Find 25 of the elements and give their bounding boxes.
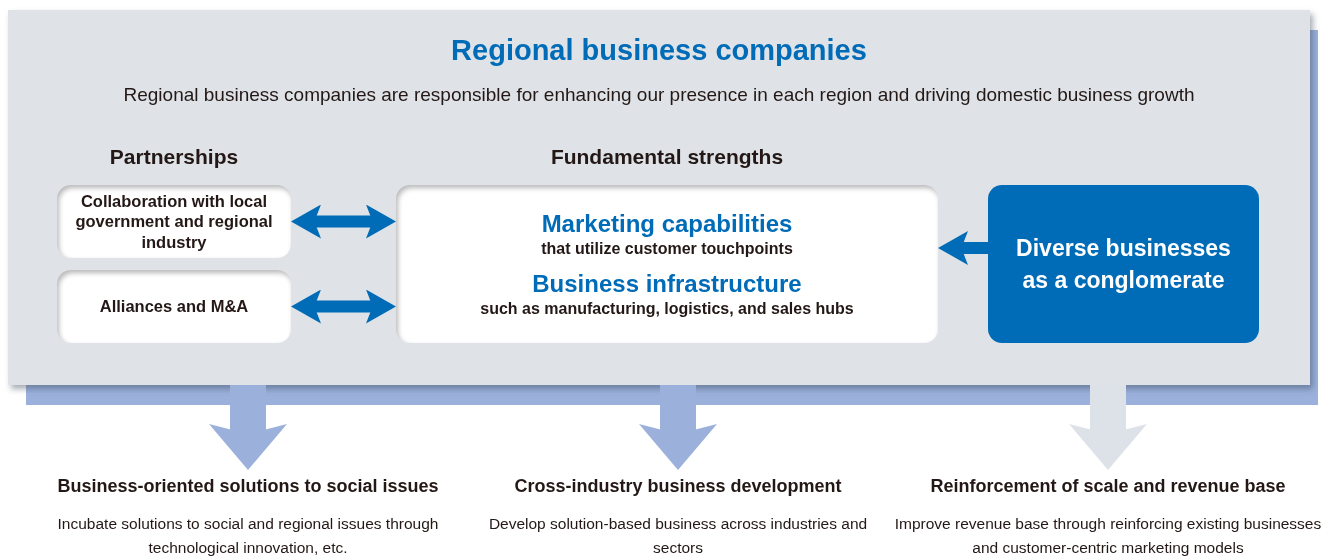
strength-subtitle: such as manufacturing, logistics, and sales hubs (480, 298, 854, 318)
panel-description: Regional business companies are responsible for enhancing our presence in each region and driving domestic business growth (122, 84, 1196, 106)
outcome-heading: Business-oriented solutions to social issues (56, 476, 440, 498)
panel-heading: Regional business companies (450, 34, 868, 67)
outcome-description: Incubate solutions to social and regional issues through technological innovation, etc. (56, 514, 440, 558)
strength-title: Marketing capabilities (541, 210, 793, 239)
arrow (291, 289, 396, 324)
arrow (938, 231, 988, 265)
partnership-box (57, 270, 291, 343)
column-heading: Fundamental strengths (549, 145, 785, 169)
box-text: Alliances and M&A (98, 296, 250, 317)
strength-title: Business infrastructure (532, 270, 802, 299)
box-text: Diverse businesses as a conglomerate (1015, 233, 1232, 295)
panel (8, 10, 1310, 385)
outcome-heading: Reinforcement of scale and revenue base (929, 476, 1287, 498)
strength-subtitle: that utilize customer touchpoints (541, 238, 793, 258)
highlight-box (988, 185, 1259, 343)
flow-arrow (1069, 385, 1147, 470)
outcome-description: Develop solution-based business across industries and sectors (487, 514, 869, 558)
outcome-description: Improve revenue base through reinforcing existing businesses and customer-centric marketing models (894, 514, 1322, 558)
column-heading: Partnerships (108, 145, 240, 169)
partnership-box (57, 185, 291, 258)
arrow (291, 204, 396, 239)
outcome-heading: Cross-industry business development (513, 476, 843, 498)
box-text: Collaboration with local government and regional industry (74, 190, 274, 253)
